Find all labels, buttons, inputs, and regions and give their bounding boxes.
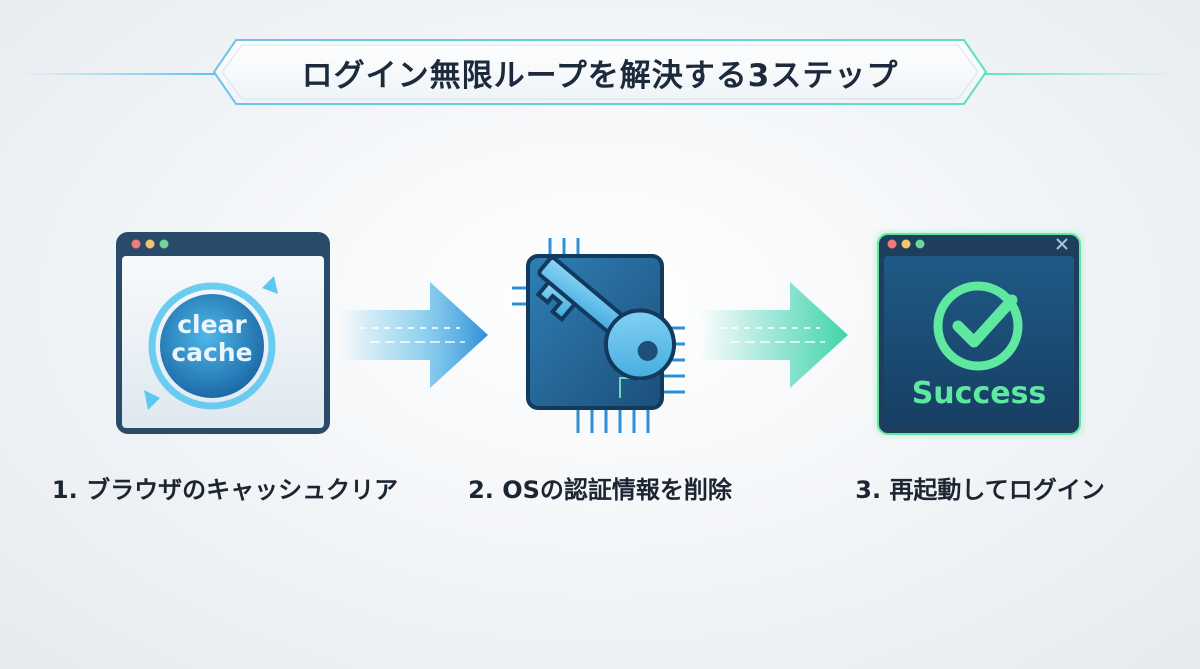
title-banner: ログイン無限ループを解決する3ステップ <box>212 38 988 106</box>
step-2-label: 2. OSの認証情報を削除 <box>468 476 732 504</box>
arrow-1 <box>340 280 490 390</box>
browser-refresh-icon <box>116 232 330 434</box>
browser-check-icon <box>876 232 1082 436</box>
step-3-label: 3. 再起動してログイン <box>855 476 1105 504</box>
step-3-icon: Success <box>872 228 1086 440</box>
step-2-icon <box>500 228 700 440</box>
key-chip-icon <box>512 238 685 433</box>
arrow-2 <box>700 280 850 390</box>
clear-cache-text-line1: clear <box>177 310 247 339</box>
step-1-label: 1. ブラウザのキャッシュクリア <box>51 476 399 504</box>
success-text: Success <box>911 376 1047 411</box>
title-line-right <box>980 73 1180 75</box>
page-title: ログイン無限ループを解決する3ステップ <box>301 57 899 94</box>
close-icon <box>1056 238 1068 250</box>
step-1-icon: clear cache <box>112 228 334 440</box>
clear-cache-text-line2: cache <box>171 338 253 367</box>
title-line-left <box>20 73 220 75</box>
